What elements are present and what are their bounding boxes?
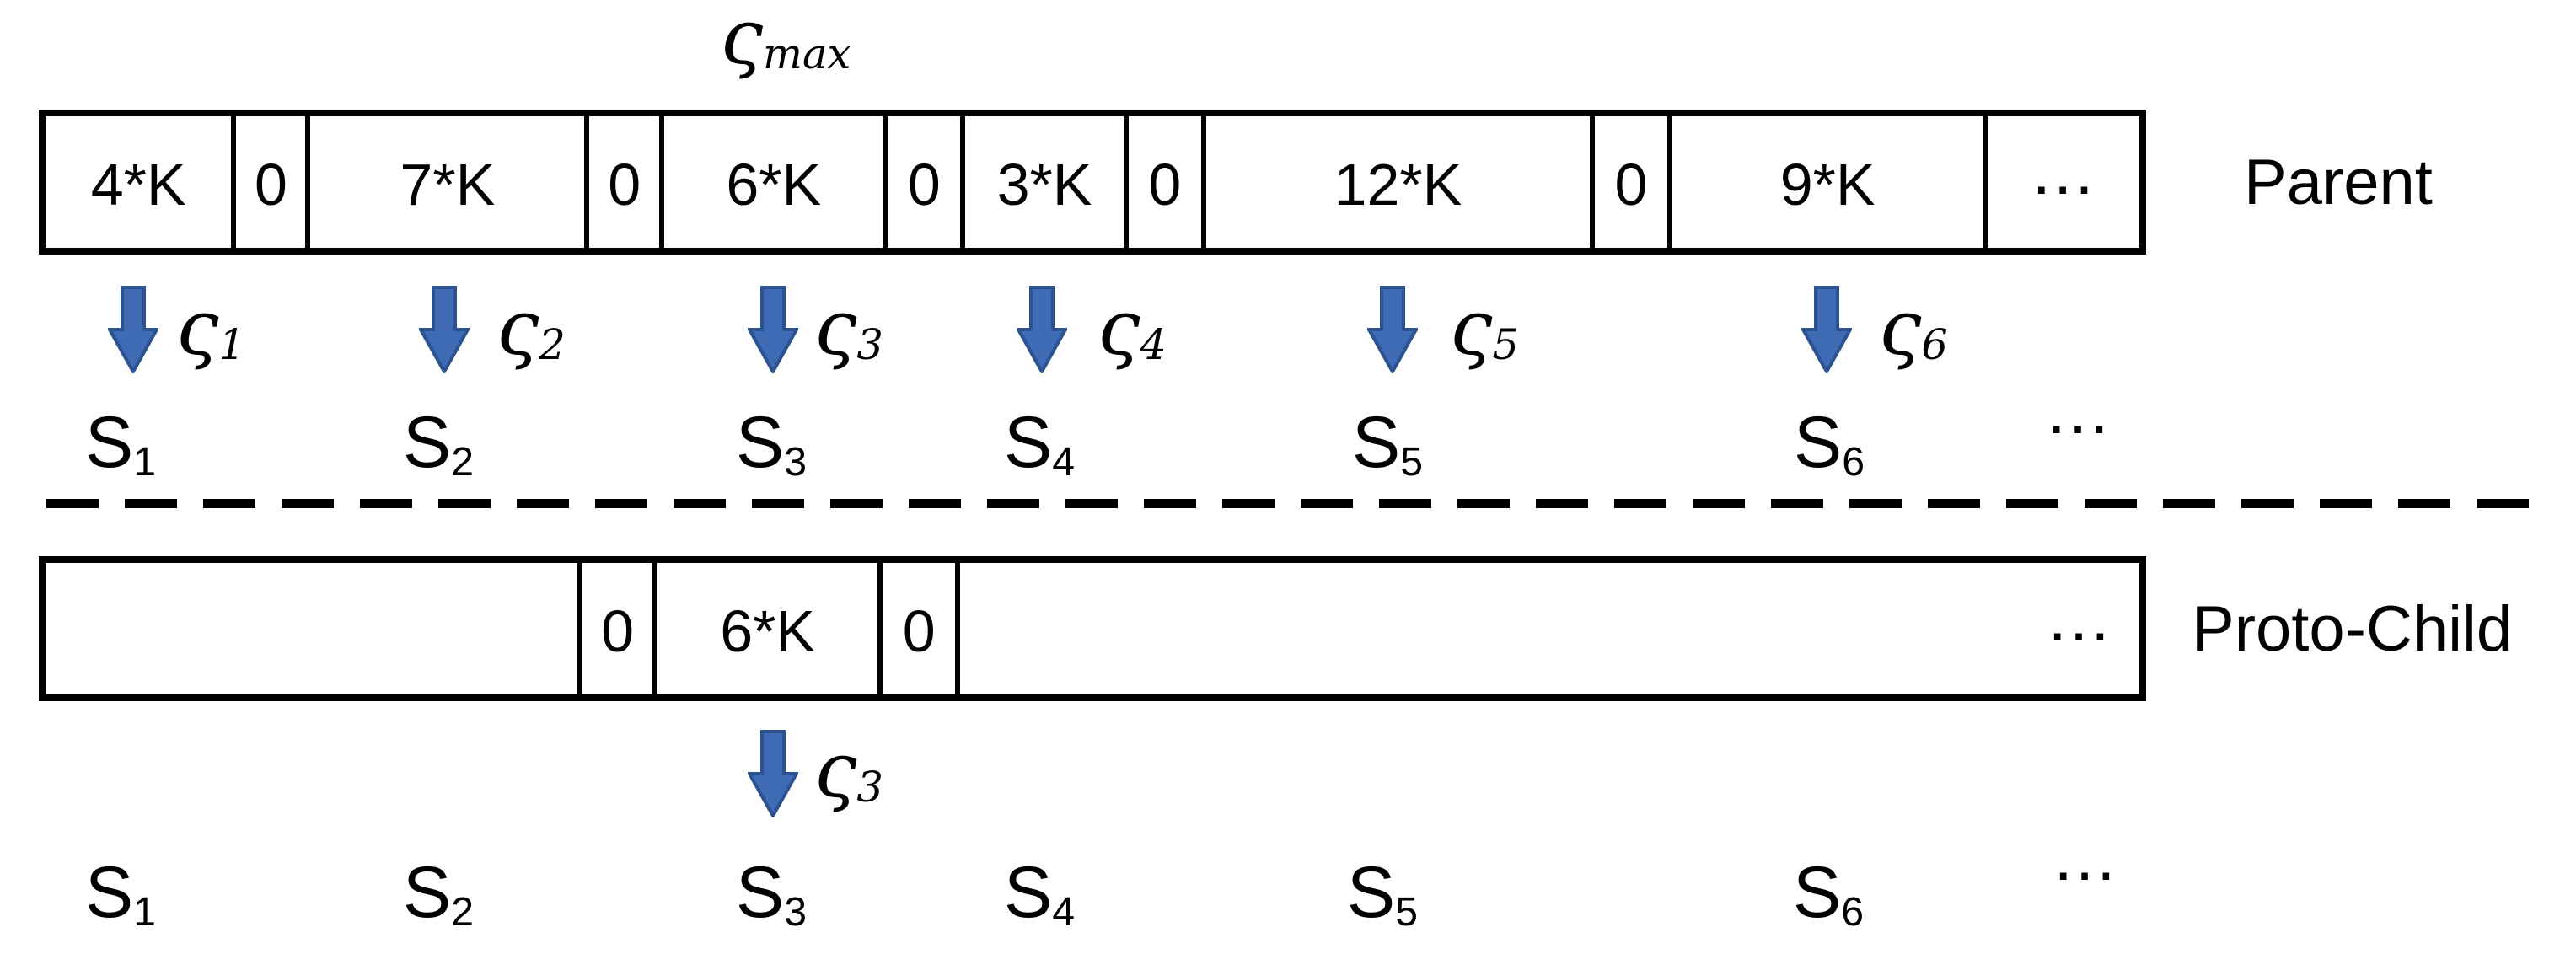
sigma-max-label: ςmax [701, 0, 870, 87]
sigma-4-label: ς4 [1097, 291, 1167, 378]
parent-cell-segment2: 7*K [310, 116, 590, 248]
sigma-symbol: ς [176, 284, 219, 372]
proto-cell-empty-left [46, 563, 582, 694]
ellipsis-top: … [2044, 372, 2113, 448]
sigma-subscript: 3 [856, 762, 883, 812]
proto-child-chromosome-box: 0 6*K 0 … [39, 556, 2146, 701]
parent-cell-segment6: 9*K [1672, 116, 1988, 248]
ellipsis-bottom: … [2051, 819, 2120, 894]
s6-label-bottom: S6 [1792, 852, 1865, 935]
proto-child-label: Proto-Child [2192, 592, 2513, 665]
down-arrow-icon [748, 730, 798, 817]
parent-label: Parent [2244, 146, 2433, 218]
s4-label-top: S4 [1003, 402, 1076, 485]
down-arrow-icon [748, 286, 798, 373]
parent-cell-separator3: 0 [888, 116, 966, 248]
down-arrow-icon [108, 286, 158, 373]
s1-label-top: S1 [84, 402, 157, 485]
sigma-symbol: ς [814, 726, 857, 815]
s3-label-top: S3 [735, 402, 808, 485]
s3-label-bottom: S3 [735, 852, 808, 935]
s5-label-bottom: S5 [1346, 852, 1419, 935]
sigma-1-label: ς1 [176, 291, 245, 378]
sigma-max-symbol: ς [720, 0, 764, 82]
sigma-symbol: ς [1450, 284, 1493, 372]
s2-label-top: S2 [402, 402, 475, 485]
parent-cell-separator4: 0 [1129, 116, 1206, 248]
sigma-5-label: ς5 [1450, 291, 1519, 378]
s4-label-bottom: S4 [1003, 852, 1076, 935]
parent-cell-separator2: 0 [589, 116, 665, 248]
sigma-subscript: 4 [1140, 319, 1167, 369]
down-arrow-icon [1801, 286, 1852, 373]
proto-cell-separator2: 0 [883, 563, 961, 694]
parent-cell-segment1: 4*K [46, 116, 237, 248]
parent-cell-separator1: 0 [236, 116, 311, 248]
sigma-subscript: 6 [1921, 319, 1948, 369]
sigma-symbol: ς [496, 284, 539, 372]
parent-cell-segment4: 3*K [965, 116, 1129, 248]
sigma-6-label: ς6 [1879, 291, 1948, 378]
down-arrow-icon [1367, 286, 1418, 373]
parent-cell-ellipsis: … [2029, 133, 2099, 208]
sigma-symbol: ς [1879, 284, 1922, 372]
sigma-3-label: ς3 [814, 291, 883, 378]
sigma-symbol: ς [1097, 284, 1140, 372]
sigma-2-label: ς2 [496, 291, 566, 378]
proto-cell-segment3: 6*K [657, 563, 883, 694]
parent-cell-segment5: 12*K [1206, 116, 1596, 248]
s5-label-top: S5 [1351, 402, 1424, 485]
down-arrow-icon [419, 286, 470, 373]
separator-dashed-line [46, 499, 2533, 508]
sigma-subscript: 2 [539, 319, 566, 369]
s6-label-top: S6 [1793, 402, 1865, 485]
parent-cell-separator5: 0 [1595, 116, 1673, 248]
s2-label-bottom: S2 [402, 852, 475, 935]
s1-label-bottom: S1 [84, 852, 157, 935]
sigma-max-subscript: max [763, 29, 851, 78]
parent-cell-segment3: 6*K [664, 116, 888, 248]
down-arrow-icon [1017, 286, 1067, 373]
proto-cell-separator1: 0 [582, 563, 658, 694]
sigma-subscript: 5 [1492, 319, 1519, 369]
sigma-subscript: 1 [218, 319, 245, 369]
sigma-symbol: ς [814, 284, 857, 372]
proto-cell-empty-right: … [2045, 580, 2115, 655]
parent-chromosome-box: 4*K 0 7*K 0 6*K 0 3*K 0 12*K 0 9*K … [39, 110, 2146, 255]
sigma-subscript: 3 [856, 319, 883, 369]
sigma-3-label-bottom: ς3 [814, 733, 883, 820]
